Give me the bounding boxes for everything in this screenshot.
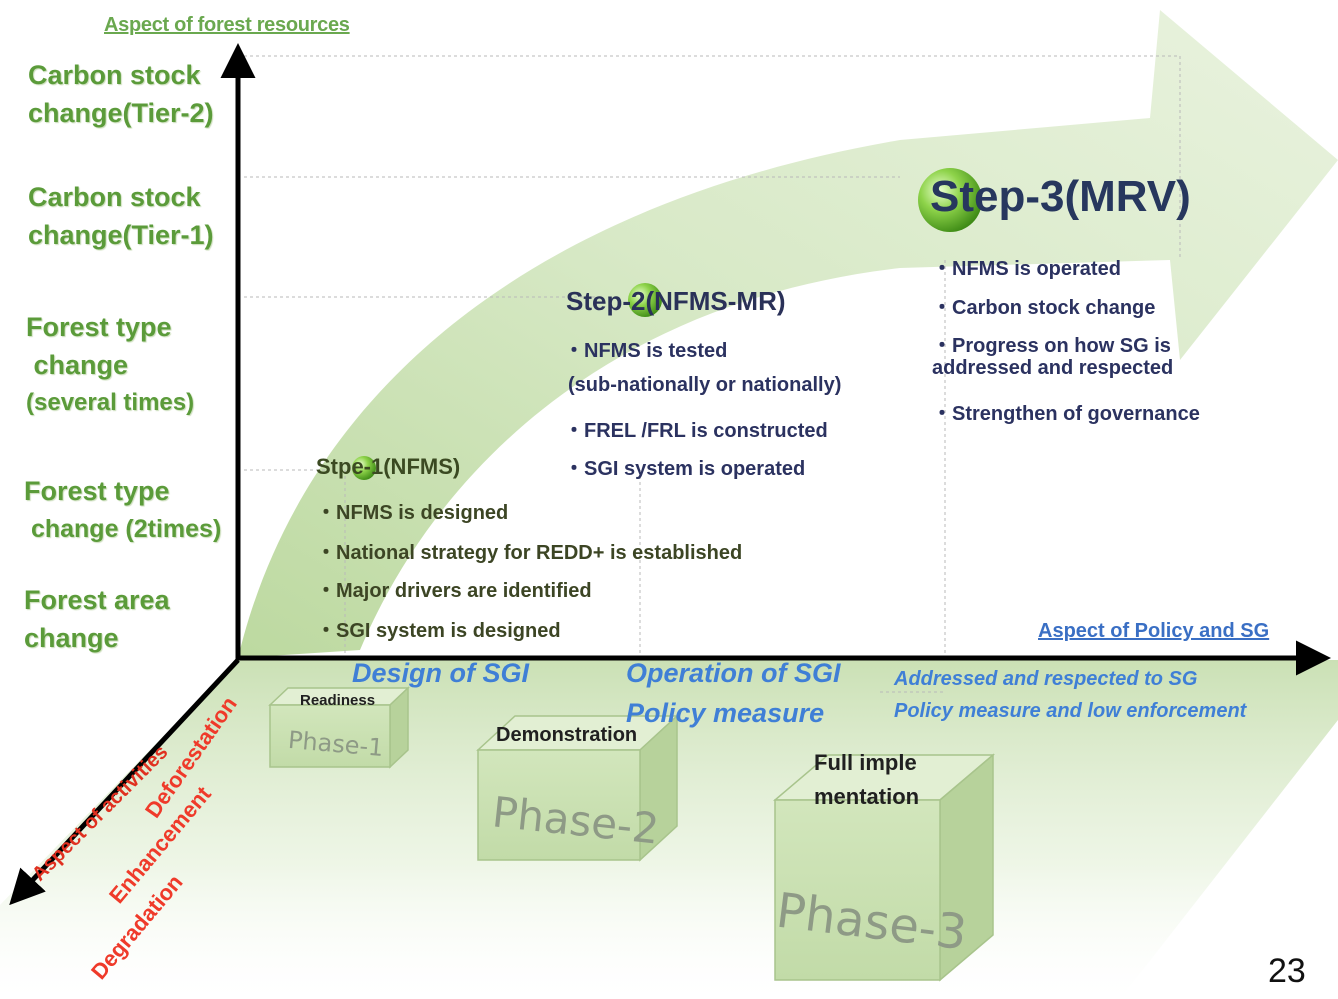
- step-1-bullet: ・SGI system is designed: [316, 620, 561, 642]
- phase-2-name: Demonstration: [496, 724, 638, 746]
- axes: [9, 43, 1331, 906]
- step-2-bullet: ・SGI system is operated: [564, 458, 806, 480]
- y-level-line: change (2times): [24, 515, 222, 543]
- step-1-title: Stpe-1(NFMS): [316, 454, 461, 479]
- y-level-line: change(Tier-2): [28, 98, 214, 128]
- step-3-bullet: ・Progress on how SG is: [932, 335, 1171, 357]
- phase-3-name: Full imple mentation: [814, 746, 919, 814]
- step-1-bullet: ・National strategy for REDD+ is establis…: [316, 542, 743, 564]
- step-3-ball: [918, 168, 982, 232]
- policy-measure: Policy measure: [626, 698, 825, 728]
- step-1-ball: [352, 456, 376, 480]
- step-2-title: Step-2(NFMS-MR): [566, 286, 786, 316]
- step-3-bullet: ・Carbon stock change: [932, 297, 1156, 319]
- step-3-title: Step-3(MRV): [930, 172, 1191, 221]
- policy-measure-low-enforcement: Policy measure and low enforcement: [894, 700, 1247, 722]
- step-1-bullet: ・NFMS is designed: [316, 502, 509, 524]
- progress-arrow: [238, 10, 1338, 658]
- policy-operation-sgi: Operation of SGI: [626, 658, 841, 688]
- y-level-line: change(Tier-1): [28, 220, 214, 250]
- step-3-bullet: ・NFMS is operated: [932, 258, 1121, 280]
- y-level-line: Carbon stock: [28, 182, 201, 212]
- y-level-carbon-tier2: Carbon stock change(Tier-2): [28, 56, 214, 132]
- guide-lines: [244, 55, 1181, 693]
- page-number: 23: [1268, 952, 1306, 990]
- y-level-line: change: [24, 623, 119, 653]
- phase-1-name: Readiness: [300, 692, 376, 709]
- y-level-line: Forest type: [24, 476, 170, 506]
- step-1-bullet: ・Major drivers are identified: [316, 580, 592, 602]
- y-level-forest-type-2times: Forest type change (2times): [24, 472, 221, 548]
- policy-design-sgi: Design of SGI: [352, 658, 530, 688]
- phase-3-name-line: Full imple: [814, 750, 917, 775]
- step-2-bullet: (sub-nationally or nationally): [568, 374, 842, 396]
- y-level-forest-type-several: Forest type change (several times): [26, 308, 194, 422]
- step-3-bullet: ・Strengthen of governance: [932, 403, 1200, 425]
- phase-2-box: [476, 714, 679, 862]
- step-2-bullet: ・NFMS is tested: [564, 340, 728, 362]
- y-level-line: (several times): [26, 389, 195, 416]
- y-level-line: Forest area: [24, 585, 170, 615]
- step-2-ball: [628, 283, 662, 317]
- step-2-bullet: ・FREL /FRL is constructed: [564, 420, 828, 442]
- y-level-line: Forest type: [26, 312, 172, 342]
- phase-3-name-line: mentation: [814, 784, 920, 809]
- y-axis-title: Aspect of forest resources: [104, 14, 350, 36]
- policy-addressed-sg: Addressed and respected to SG: [894, 668, 1198, 690]
- x-axis-title: Aspect of Policy and SG: [1038, 620, 1270, 642]
- y-level-line: change: [26, 350, 129, 380]
- y-level-line: Carbon stock: [28, 60, 201, 90]
- y-level-forest-area: Forest area change: [24, 581, 170, 657]
- phase-1-box: [268, 686, 410, 769]
- y-level-carbon-tier1: Carbon stock change(Tier-1): [28, 178, 214, 254]
- phase-3-box: [772, 753, 996, 982]
- step-3-bullet: addressed and respected: [932, 357, 1174, 379]
